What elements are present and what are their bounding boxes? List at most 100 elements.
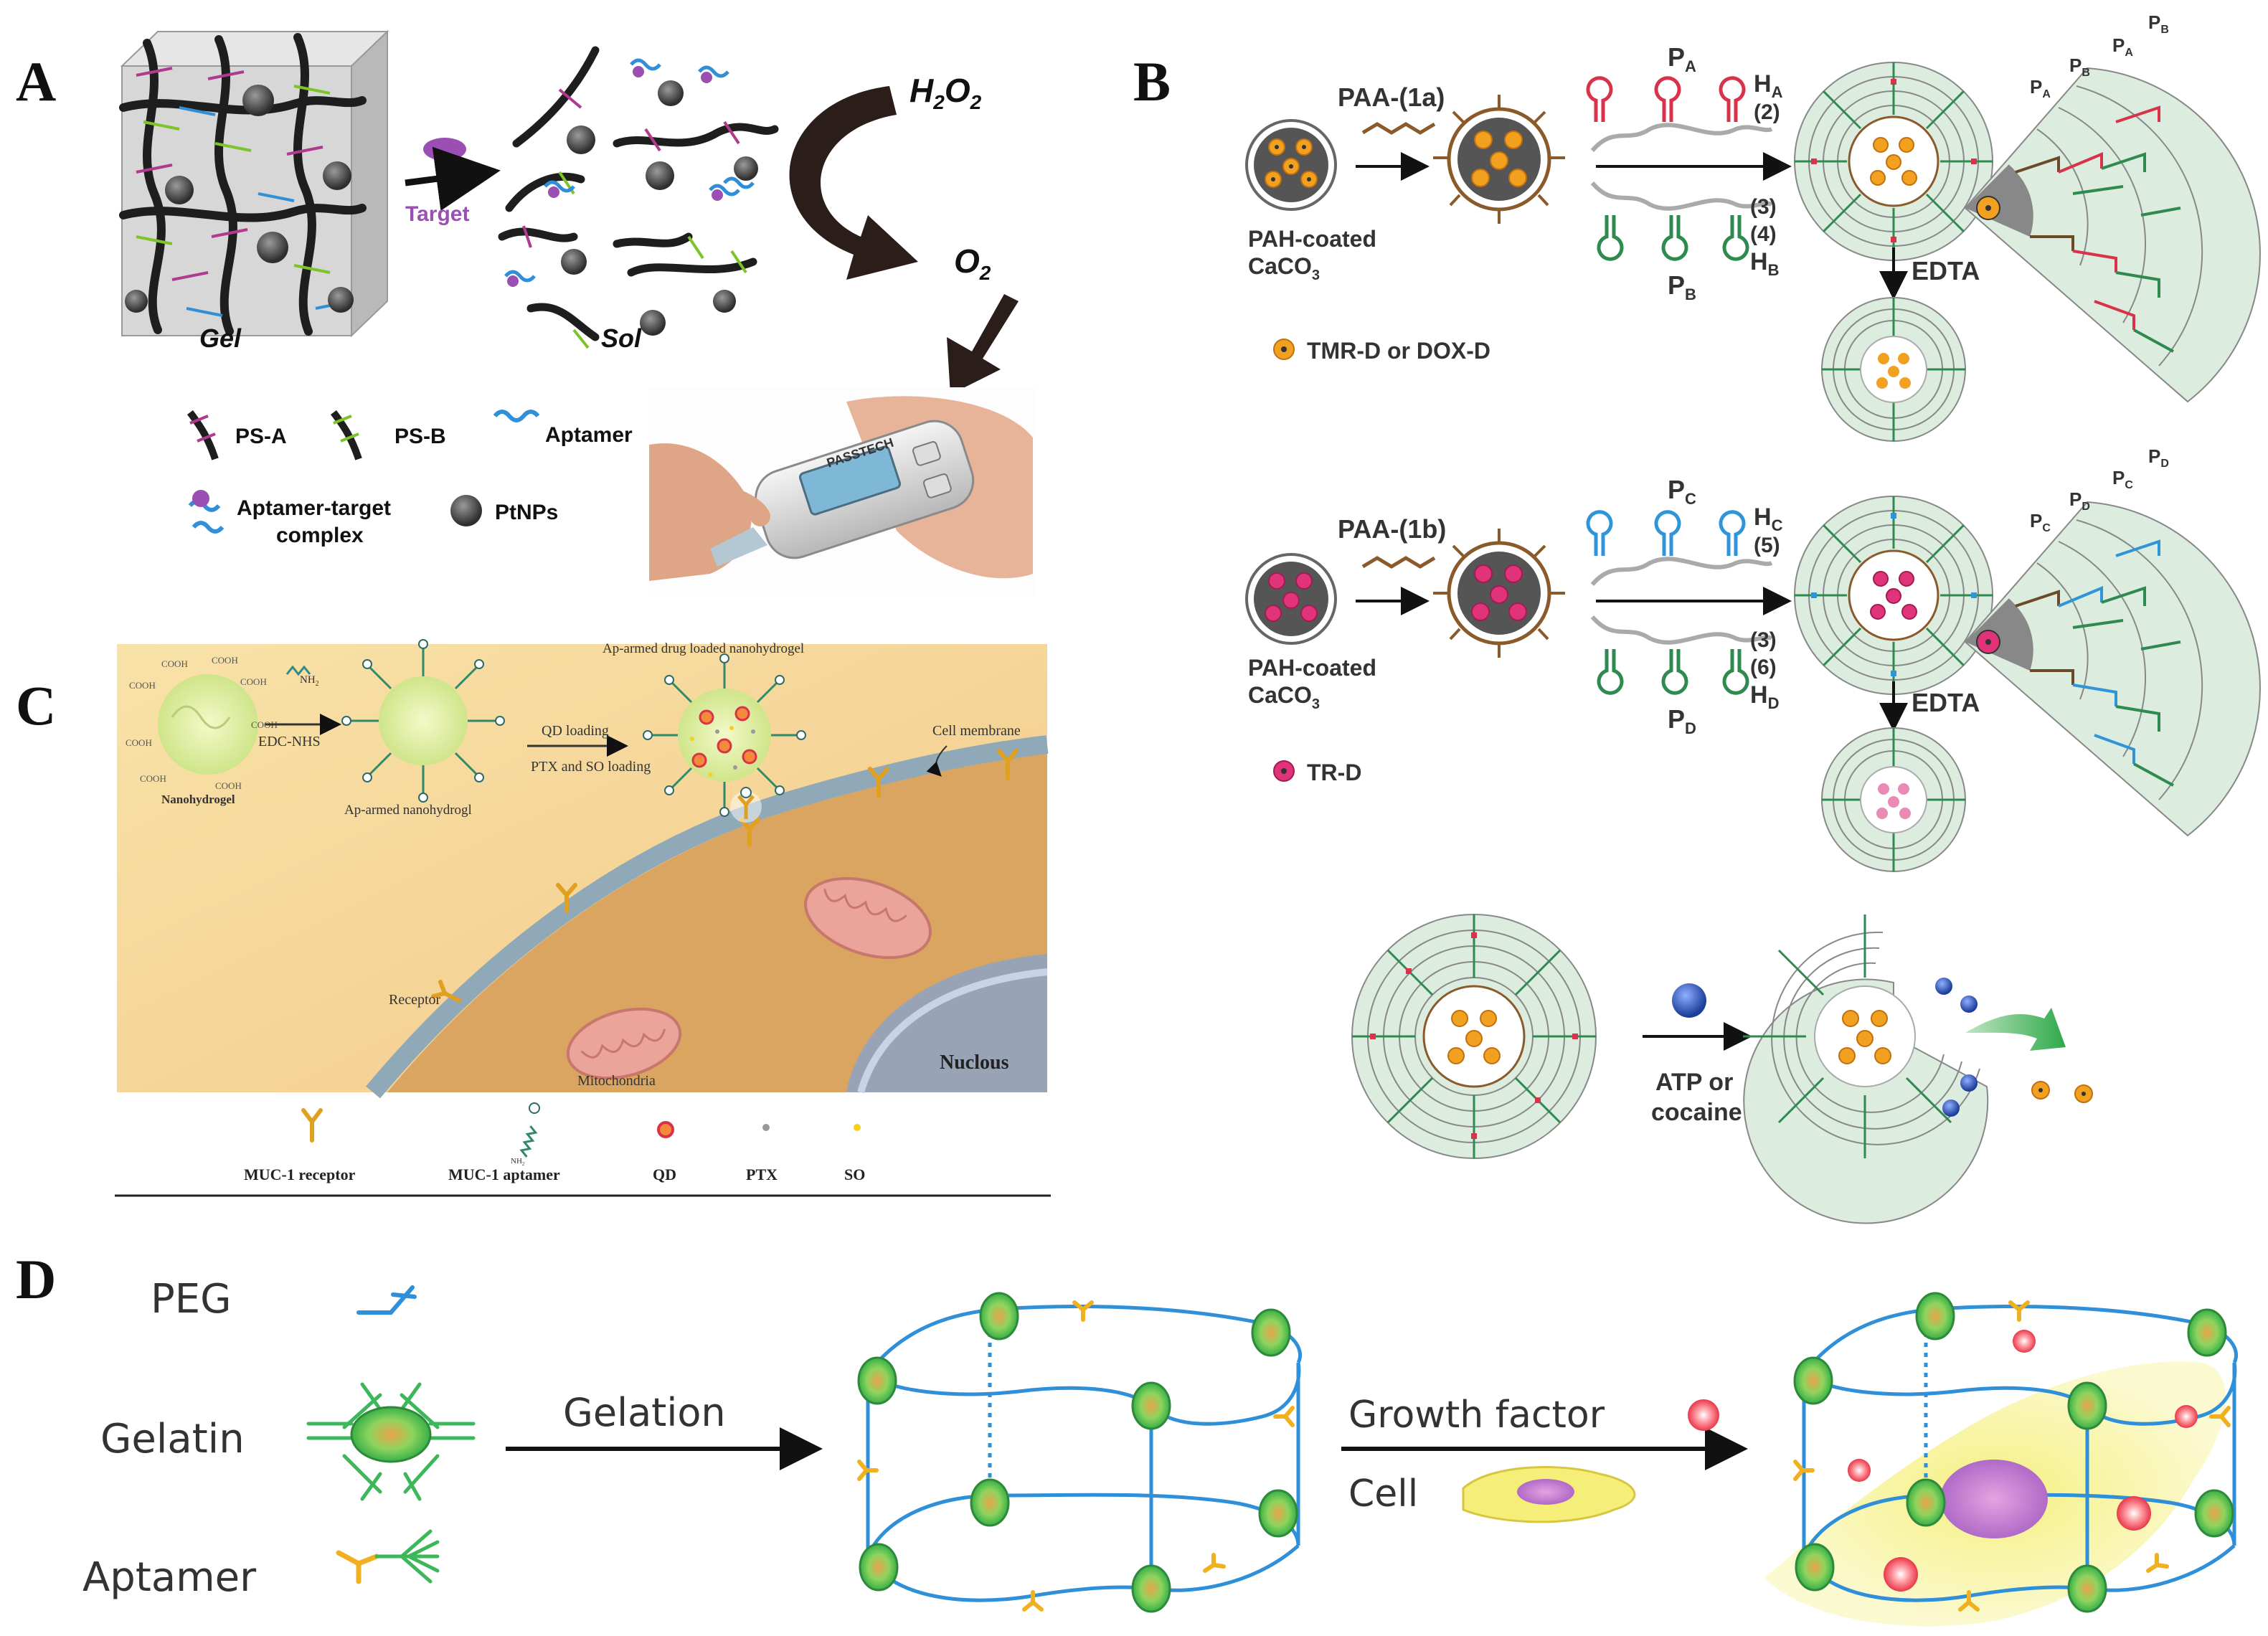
hydrogel-with-cell xyxy=(1764,1292,2238,1627)
wedge-top-pb-1: PB xyxy=(2069,55,2090,79)
panel-a: A xyxy=(16,29,1036,595)
gelatin-icon xyxy=(306,1382,476,1501)
nucleus xyxy=(846,954,1047,1092)
so-icon xyxy=(854,1124,861,1131)
ptnps-legend-icon xyxy=(450,495,482,526)
caco3-core-top xyxy=(1245,119,1337,211)
atp-label-line2: cocaine xyxy=(1651,1099,1742,1126)
o2-down-arrow xyxy=(947,294,1019,394)
hairpin-ha-group xyxy=(1586,76,1773,152)
pb-label: PB xyxy=(1668,270,1696,303)
caco3-top-line2: CaCO3 xyxy=(1248,253,1320,283)
wedge-bottom-pd-2: PD xyxy=(2148,445,2169,470)
panel-d-letter: D xyxy=(16,1248,56,1310)
cooh-7: COOH xyxy=(140,773,166,784)
mitochondria-label: Mitochondria xyxy=(577,1073,656,1089)
panel-c-letter: C xyxy=(16,674,56,737)
num-6-bottom: (6) xyxy=(1750,656,1777,679)
panel-b: B PAH-coated CaCO3 PAA-(1a) xyxy=(1133,11,2261,1224)
qd-icon xyxy=(657,1121,674,1138)
num-3-top: (3) xyxy=(1750,195,1777,219)
paa-1b-polymer xyxy=(1361,556,1436,569)
aptamer-label-d: Aptamer xyxy=(82,1554,257,1601)
edta-label-top: EDTA xyxy=(1912,256,1980,285)
atp-label-line1: ATP or xyxy=(1655,1069,1733,1096)
bound-nanogel xyxy=(730,787,762,823)
pc-label: PC xyxy=(1668,475,1696,508)
pd-label: PD xyxy=(1668,704,1696,737)
so-label: SO xyxy=(844,1165,865,1183)
wedge-bottom-pc-1: PC xyxy=(2030,510,2051,534)
assembled-capsule-top xyxy=(1794,62,1993,261)
muc1-receptors xyxy=(431,749,1019,1003)
qd-label: QD xyxy=(653,1165,676,1183)
ptx-icon xyxy=(762,1124,770,1131)
ap-armed-label: Ap-armed nanohydrogl xyxy=(344,803,472,818)
panel-b-top-row: PAH-coated CaCO3 PAA-(1a) P xyxy=(1245,11,2261,442)
cooh-8: COOH xyxy=(215,780,242,791)
growth-factor-label: Growth factor xyxy=(1348,1394,1605,1437)
gelation-label: Gelation xyxy=(563,1390,726,1435)
growth-factor-icon xyxy=(1688,1399,1719,1431)
hairpin-hc-group xyxy=(1586,510,1773,586)
caco3-top-line1: PAH-coated xyxy=(1248,226,1376,252)
aptamer-legend-icon xyxy=(493,410,540,422)
ptnps-label: PtNPs xyxy=(495,501,558,524)
h2o2-label: H2O2 xyxy=(909,72,982,113)
panel-d: D PEG Gelatin Aptamer Gelation xyxy=(16,1248,2238,1627)
mitochondrion-2 xyxy=(566,1007,682,1080)
qd-loading-label: QD loading xyxy=(542,723,609,739)
panel-b-letter: B xyxy=(1133,50,1171,113)
caco3-core-bottom xyxy=(1245,553,1337,645)
ptx-label: PTX xyxy=(746,1165,778,1183)
complex-label-line1: Aptamer-target xyxy=(237,496,391,520)
ps-a-label: PS-A xyxy=(235,425,287,448)
paa-1a-polymer xyxy=(1361,122,1436,135)
cell-label: Cell xyxy=(1348,1472,1418,1516)
loaded-capsule-release xyxy=(1351,914,1597,1159)
hydrogel-network xyxy=(857,1292,1302,1613)
receptor-label: Receptor xyxy=(389,992,441,1008)
hc-label: HC xyxy=(1754,503,1783,534)
panel-a-legend: PS-A PS-B Aptamer Aptamer-target complex… xyxy=(186,410,633,547)
nh2-aptamer-icon xyxy=(285,665,311,676)
gel-cube xyxy=(119,29,389,338)
paa-1b-label: PAA-(1b) xyxy=(1338,514,1446,544)
cell-membrane-pointer xyxy=(926,745,948,777)
ps-b-label: PS-B xyxy=(394,425,446,448)
hollow-capsule-top xyxy=(1821,297,1966,442)
ptx-so-label: PTX and SO loading xyxy=(531,759,651,775)
nanohydrogel-label: Nanohydrogel xyxy=(161,793,235,806)
caco3-bottom-line2: CaCO3 xyxy=(1248,682,1320,712)
opened-capsule-release xyxy=(1743,914,2093,1224)
assembled-capsule-bottom xyxy=(1794,496,1993,695)
wedge-top-pb-2: PB xyxy=(2148,11,2169,36)
cell-membrane-label: Cell membrane xyxy=(932,723,1021,739)
hollow-capsule-bottom xyxy=(1821,727,1966,872)
num-3-bottom: (3) xyxy=(1750,628,1777,652)
muc1-aptamer-icon: NH2 xyxy=(511,1102,540,1167)
nucleus-label: Nuclous xyxy=(940,1051,1009,1074)
complex-legend-icon xyxy=(188,490,225,534)
panel-b-bottom-row: PAH-coated CaCO3 PAA-(1b) PC xyxy=(1245,445,2261,872)
aptamer-label: Aptamer xyxy=(545,423,633,447)
cell-body xyxy=(387,753,1047,1092)
h2o2-curved-arrow xyxy=(789,86,918,280)
num-4-top: (4) xyxy=(1750,222,1777,246)
cooh-1: COOH xyxy=(161,658,188,669)
sol-state xyxy=(498,46,779,349)
sol-label: Sol xyxy=(601,323,642,353)
complex-label-line2: complex xyxy=(276,524,364,547)
tr-legend-label: TR-D xyxy=(1307,760,1361,785)
panel-b-release-row: ATP or cocaine xyxy=(1351,914,2093,1224)
cooh-5: COOH xyxy=(126,737,152,748)
muc1-receptor-label: MUC-1 receptor xyxy=(244,1165,356,1183)
ap-armed-nanohydrogel xyxy=(341,639,505,803)
peg-label: PEG xyxy=(151,1276,232,1323)
hc-num-label: (5) xyxy=(1754,534,1780,557)
muc1-receptor-icon xyxy=(301,1108,323,1143)
pressure-meter-photo: PASSTECH xyxy=(649,387,1036,595)
wedge-bottom-pc-2: PC xyxy=(2112,467,2133,491)
target-arrow xyxy=(405,146,501,211)
